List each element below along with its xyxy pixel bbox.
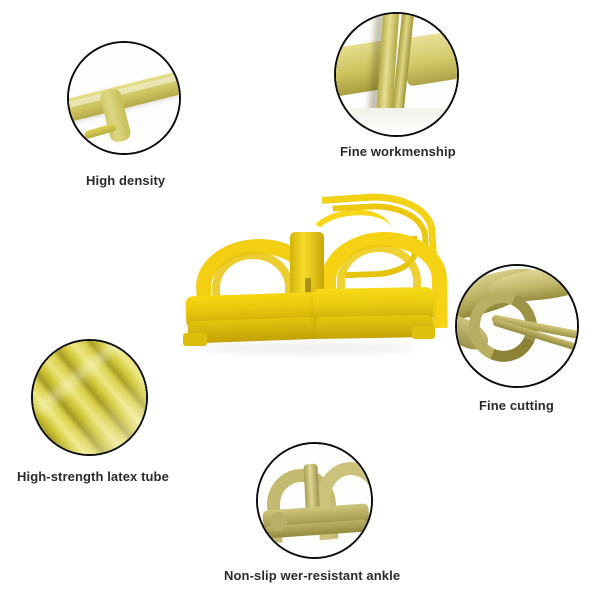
product-hero-image [178,189,449,370]
callout-circle-high-density [67,41,181,155]
detail-photo-latex-tube [33,341,146,454]
callout-circle-fine-cutting [455,264,579,388]
photo-ground [336,108,457,135]
detail-photo-fine-cutting [457,266,577,386]
pedal-foot-right [412,325,436,340]
ankle-side-knob [270,511,288,531]
callout-circle-high-strength-latex-tube [31,339,148,456]
callout-label-fine-cutting: Fine cutting [479,398,554,413]
callout-circle-non-slip-ankle [256,442,373,559]
callout-circle-fine-workmenship [334,12,459,137]
callout-label-high-strength-latex-tube: High-strength latex tube [17,469,169,484]
pedal-base-left-lower [188,316,327,344]
detail-photo-non-slip-ankle [258,444,371,557]
detail-photo-high-density [69,43,179,153]
callout-label-non-slip-ankle: Non-slip wer-resistant ankle [224,568,401,583]
pedal-foot-left [183,332,207,347]
callout-label-fine-workmenship: Fine workmenship [340,144,456,159]
detail-photo-fine-workmenship [336,14,457,135]
product-shadow [198,342,418,353]
callout-label-high-density: High density [86,173,166,188]
